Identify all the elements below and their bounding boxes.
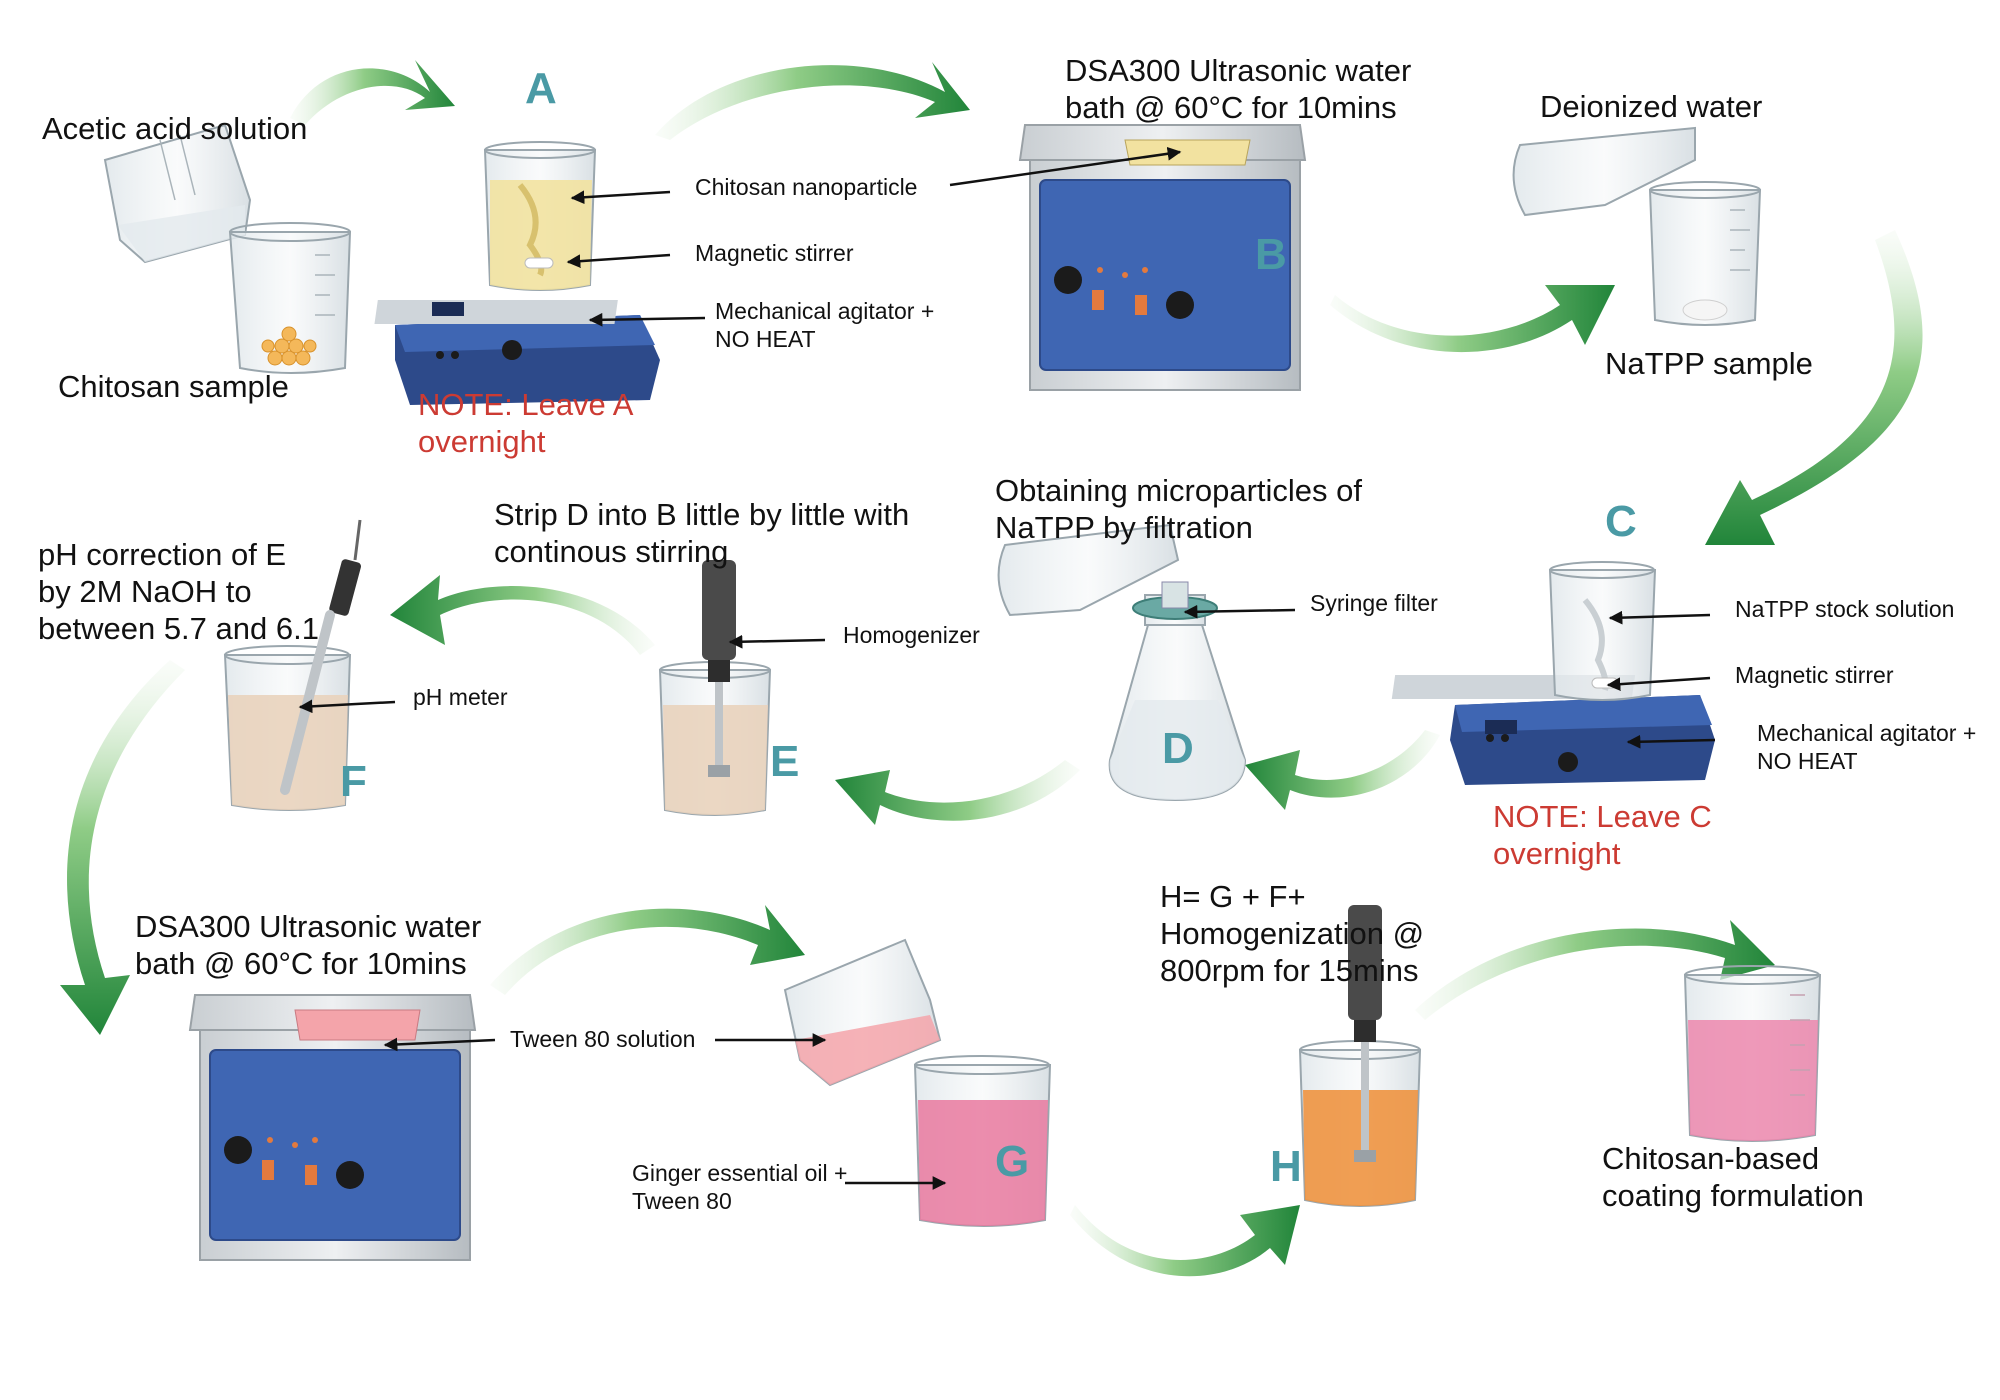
arrow-d-to-e: [835, 760, 1080, 825]
step-letter-d: D: [1162, 724, 1194, 773]
erlenmeyer-flask-d: [1108, 581, 1247, 802]
beaker-f: [223, 645, 352, 811]
homogenizer-label: Homogenizer: [843, 622, 980, 648]
arrow-bath-to-tween: [490, 905, 805, 995]
h-formula-label: H= G + F+ Homogenization @ 800rpm for 15…: [1160, 879, 1425, 989]
arrow-f-to-bath: [60, 660, 185, 1035]
step-letter-h: H: [1270, 1142, 1302, 1191]
beaker-h: [1298, 1040, 1422, 1207]
natpp-sample-beaker: [1648, 181, 1762, 326]
step-letter-a: A: [525, 64, 557, 113]
chitosan-pellets: [261, 326, 317, 366]
note-c-label: NOTE: Leave C overnight: [1493, 799, 1712, 872]
tween-solution-label: Tween 80 solution: [510, 1026, 696, 1052]
homogenizer-e: [702, 560, 736, 777]
pour-beaker-d: [997, 523, 1180, 617]
arrow-h-to-final: [1415, 920, 1775, 1020]
chitosan-nanoparticle-label: Chitosan nanoparticle: [695, 174, 918, 200]
arrow-g-to-h: [1070, 1205, 1300, 1277]
syringe-filter-label: Syringe filter: [1310, 590, 1438, 616]
final-product-label: Chitosan-based coating formulation: [1602, 1141, 1864, 1214]
step-letter-c: C: [1605, 497, 1637, 546]
beaker-a: [483, 141, 597, 291]
step-letter-e: E: [770, 737, 800, 786]
arrow-natpp-to-c: [1705, 230, 1923, 545]
process-arrows: [60, 60, 1923, 1277]
step-letter-g: G: [995, 1137, 1030, 1186]
arrow-c-to-d: [1245, 730, 1440, 810]
arrow-a-to-b: [655, 62, 970, 140]
magnetic-stirrer-a-label: Magnetic stirrer: [695, 240, 854, 266]
syringe-filter: [1132, 581, 1218, 620]
note-a-label: NOTE: Leave A overnight: [418, 387, 634, 460]
ultrasonic-bath-b: [1018, 124, 1307, 391]
magnetic-stirrer-c-label: Magnetic stirrer: [1735, 662, 1894, 688]
arrow-acid-to-a: [290, 60, 455, 125]
ginger-oil-label: Ginger essential oil + Tween 80: [632, 1160, 848, 1214]
ultrasonic-bath-b-label: DSA300 Ultrasonic water bath @ 60°C for …: [1065, 53, 1412, 126]
natpp-stock-label: NaTPP stock solution: [1735, 596, 1955, 622]
ph-correction-label: pH correction of E by 2M NaOH to between…: [38, 537, 319, 647]
tween-pour-beaker: [783, 938, 942, 1087]
step-letter-b: B: [1255, 230, 1287, 279]
strip-d-label: Strip D into B little by little with con…: [494, 497, 910, 570]
pointer-lines: [298, 146, 1716, 1190]
ph-meter-label: pH meter: [413, 684, 508, 710]
acetic-acid-pour-beaker: [103, 123, 252, 264]
mechanical-agitator-a-label: Mechanical agitator + NO HEAT: [715, 298, 935, 352]
mechanical-agitator-c-label: Mechanical agitator + NO HEAT: [1757, 720, 1977, 774]
arrow-e-to-f: [390, 575, 655, 655]
final-beaker: [1683, 965, 1822, 1142]
deionized-water-pour-flask: [1512, 126, 1696, 217]
acetic-acid-label: Acetic acid solution: [42, 111, 308, 146]
chitosan-sample-label: Chitosan sample: [58, 369, 289, 404]
ultrasonic-bath-2-label: DSA300 Ultrasonic water bath @ 60°C for …: [135, 909, 482, 982]
step-letter-f: F: [340, 757, 367, 806]
obtaining-microparticles-label: Obtaining microparticles of NaTPP by fil…: [995, 473, 1362, 546]
natpp-sample-label: NaTPP sample: [1605, 346, 1813, 381]
magnetic-stirrer-c: [1391, 675, 1715, 785]
arrow-b-to-natpp: [1330, 285, 1615, 353]
ultrasonic-bath-2: [188, 994, 477, 1261]
homogenizer-h: [1348, 905, 1382, 1162]
deionized-water-label: Deionized water: [1540, 89, 1763, 124]
chitosan-sample-beaker: [228, 222, 352, 374]
beaker-c: [1548, 561, 1657, 701]
beaker-g: [913, 1055, 1052, 1227]
